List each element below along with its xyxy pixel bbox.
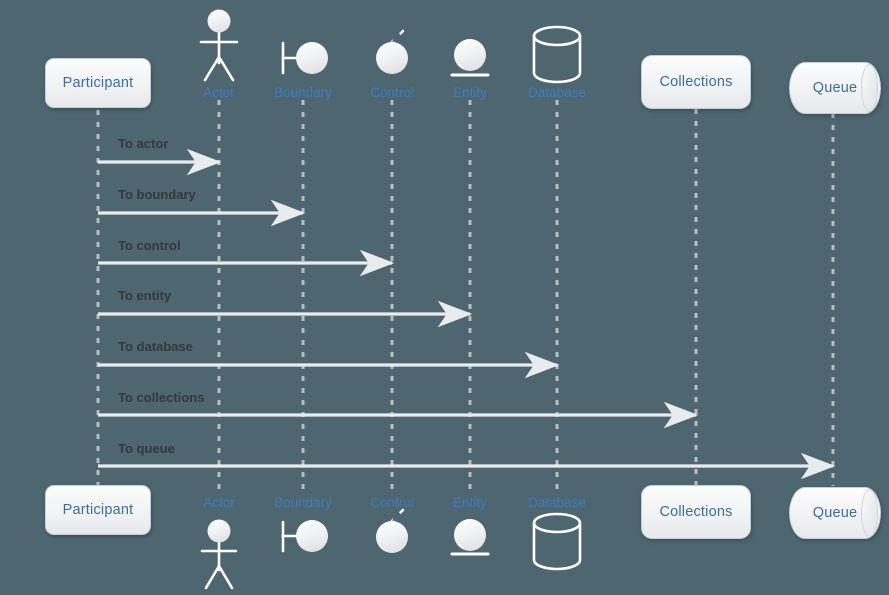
- message-label-5: To database: [118, 339, 193, 354]
- message-label-3: To control: [118, 238, 181, 253]
- message-label-2: To boundary: [118, 187, 196, 202]
- entity-icon: [450, 39, 490, 77]
- participant-label-participant: Participant: [62, 75, 134, 91]
- boundary-icon-foot: [281, 520, 328, 553]
- participant-head-box-participant[interactable]: Participant: [45, 58, 151, 108]
- participant-foot-box-collections[interactable]: Collections: [641, 485, 757, 539]
- entity-icon-foot: [450, 519, 490, 556]
- participant-label-boundary-head: Boundary: [274, 85, 332, 100]
- message-label-4: To entity: [118, 288, 172, 303]
- participant-label-participant-foot: Participant: [62, 502, 134, 518]
- message-label-7: To queue: [118, 441, 175, 456]
- participant-label-entity-foot: Entity: [453, 495, 487, 510]
- participant-label-collections-foot: Collections: [659, 504, 733, 520]
- message-arrows-group: [98, 148, 836, 480]
- participant-foot-box-queue[interactable]: Queue: [789, 487, 881, 539]
- message-label-1: To actor: [118, 136, 169, 151]
- participant-head-box-queue[interactable]: Queue: [789, 62, 881, 114]
- participant-label-control-foot: Control: [370, 495, 414, 510]
- participant-label-entity-head: Entity: [453, 85, 487, 100]
- actor-icon: [199, 9, 239, 82]
- participant-label-database-foot: Database: [528, 495, 586, 510]
- participant-label-collections: Collections: [659, 74, 733, 90]
- database-icon: [532, 25, 582, 84]
- participant-label-queue-foot: Queue: [812, 505, 858, 521]
- lifelines-group: [96, 100, 835, 496]
- message-label-6: To collections: [118, 390, 205, 405]
- control-icon-foot: [376, 508, 408, 553]
- participant-label-actor-head: Actor: [203, 85, 235, 100]
- participant-label-database-head: Database: [528, 85, 586, 100]
- participant-label-control-head: Control: [370, 85, 414, 100]
- actor-icon-foot: [200, 519, 238, 590]
- participant-label-actor-foot: Actor: [203, 495, 235, 510]
- control-icon: [376, 29, 408, 74]
- boundary-icon: [281, 41, 328, 75]
- participant-foot-box-participant[interactable]: Participant: [45, 485, 151, 535]
- participant-head-box-collections[interactable]: Collections: [641, 55, 757, 109]
- participant-label-boundary-foot: Boundary: [274, 495, 332, 510]
- database-icon-foot: [532, 512, 582, 571]
- participant-label-queue: Queue: [812, 80, 858, 96]
